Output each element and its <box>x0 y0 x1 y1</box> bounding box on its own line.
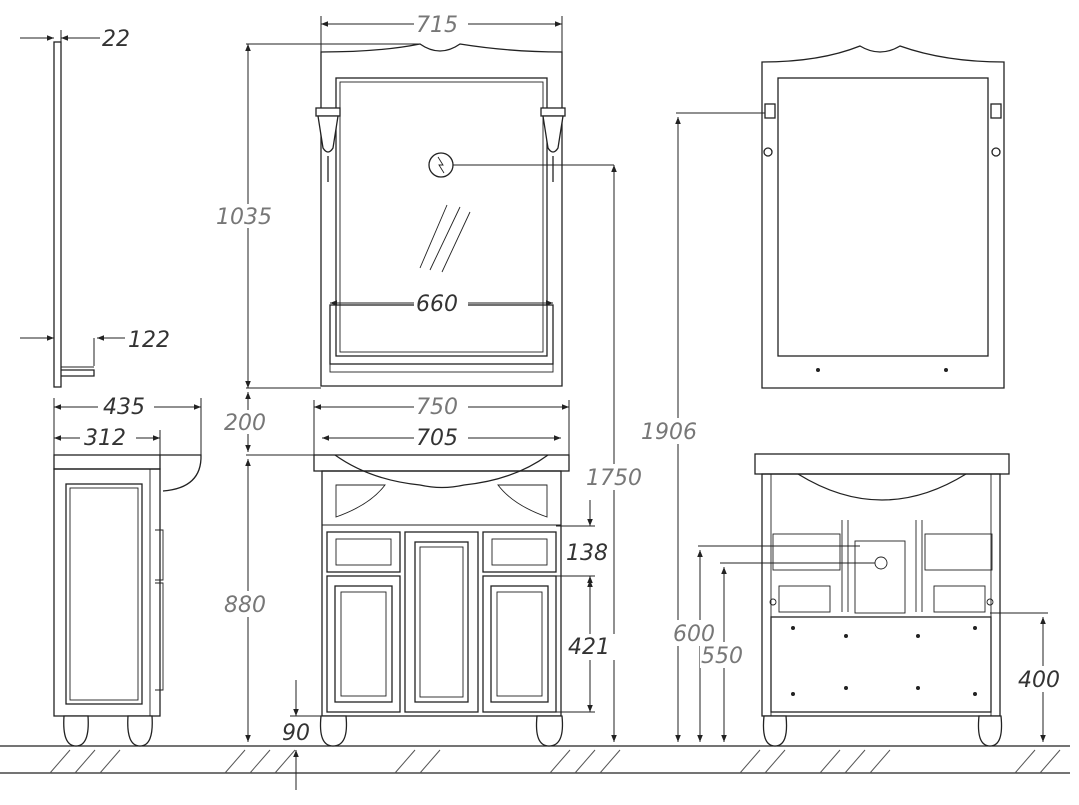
cabinet-width-label: 705 <box>416 426 458 451</box>
cabinet-height-label: 880 <box>224 593 266 618</box>
cabinet-side-view: 435 312 <box>53 395 202 747</box>
mirror-back-view <box>676 45 1005 389</box>
mirror-width-label: 715 <box>416 13 458 38</box>
connection-height-2-label: 550 <box>701 644 743 669</box>
mirror-depth-label: 22 <box>102 27 130 52</box>
cabinet-front-view: 200 750 705 <box>222 165 647 790</box>
door-height-label: 421 <box>568 635 610 660</box>
drawer-height-label: 138 <box>566 541 608 566</box>
cabinet-depth-top-label: 435 <box>103 395 145 420</box>
top-width-label: 750 <box>416 395 458 420</box>
cabinet-depth-body-label: 312 <box>84 426 126 451</box>
connection-height-3-label: 400 <box>1018 668 1060 693</box>
lamp-left-icon <box>315 107 341 182</box>
electric-outlet-icon <box>428 152 454 178</box>
floor <box>0 745 1070 774</box>
mirror-height-label: 1035 <box>216 205 272 230</box>
gap-to-mirror-label: 200 <box>224 411 266 436</box>
total-height-back-label: 1906 <box>641 420 697 445</box>
floor-hatching <box>49 749 1061 774</box>
mirror-side-view: 22 122 <box>20 27 170 388</box>
shelf-depth-label: 122 <box>128 328 170 353</box>
leg-height-label: 90 <box>282 721 310 746</box>
mirror-glass-width-label: 660 <box>416 292 458 317</box>
cabinet-back-view: 1906 600 550 400 <box>640 117 1070 747</box>
lamp-right-icon <box>540 107 566 182</box>
total-height-lamp-label: 1750 <box>586 466 642 491</box>
mirror-front-view: 715 1035 660 <box>215 13 614 389</box>
